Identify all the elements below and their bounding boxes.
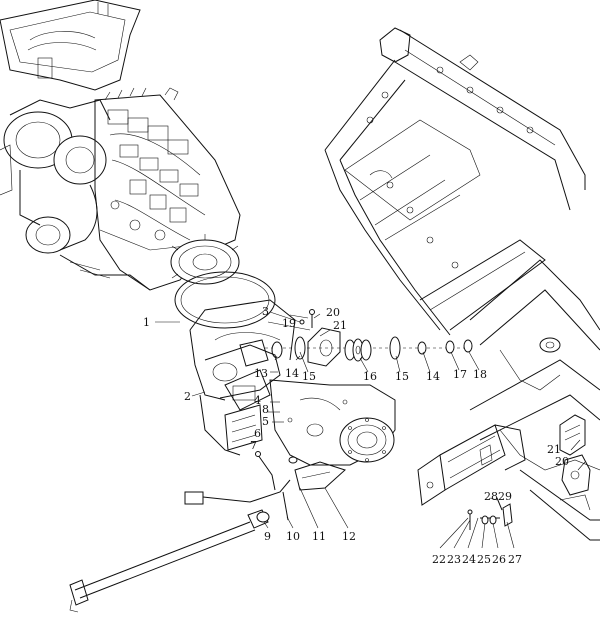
callout-16: 16 bbox=[363, 370, 377, 383]
disk-15-right bbox=[389, 336, 401, 360]
callout-11: 11 bbox=[312, 530, 326, 543]
mount-bracket bbox=[307, 327, 341, 367]
washer-14-left bbox=[271, 341, 283, 359]
callout-6: 6 bbox=[254, 427, 261, 440]
nut-17 bbox=[445, 340, 455, 354]
callout-14-left: 14 bbox=[285, 367, 299, 380]
callout-7: 7 bbox=[250, 439, 257, 452]
chassis-frame bbox=[324, 27, 600, 541]
callout-13: 13 bbox=[254, 367, 268, 380]
support-bracket bbox=[417, 424, 526, 506]
callout-23: 23 bbox=[447, 553, 461, 566]
callout-25: 25 bbox=[477, 553, 491, 566]
callout-15-left: 15 bbox=[302, 370, 316, 383]
leader-lines bbox=[155, 311, 586, 549]
callout-9: 9 bbox=[264, 530, 271, 543]
nut-18 bbox=[463, 339, 473, 353]
callout-19: 19 bbox=[282, 317, 296, 330]
callout-29: 29 bbox=[498, 490, 512, 503]
callout-20: 20 bbox=[326, 306, 340, 319]
callout-10: 10 bbox=[286, 530, 300, 543]
callout-2: 2 bbox=[184, 390, 191, 403]
callout-15-right: 15 bbox=[395, 370, 409, 383]
callout-21-frame: 21 bbox=[547, 443, 561, 456]
bell-housing bbox=[174, 271, 396, 491]
callout-4: 4 bbox=[254, 394, 261, 407]
callout-27: 27 bbox=[508, 553, 522, 566]
callout-5: 5 bbox=[262, 415, 269, 428]
mount-hardware bbox=[467, 497, 513, 530]
connector-plug bbox=[184, 491, 204, 505]
callout-26: 26 bbox=[492, 553, 506, 566]
wiring-and-pipe bbox=[69, 451, 291, 613]
callout-18: 18 bbox=[473, 368, 487, 381]
callout-1: 1 bbox=[143, 316, 150, 329]
drive-shaft-parts bbox=[265, 309, 475, 367]
callout-28: 28 bbox=[484, 490, 498, 503]
callout-24: 24 bbox=[462, 553, 476, 566]
rubber-mount-16 bbox=[344, 338, 372, 362]
washer-14-right bbox=[417, 341, 427, 355]
callout-8: 8 bbox=[262, 403, 269, 416]
callout-12: 12 bbox=[342, 530, 356, 543]
callout-22: 22 bbox=[432, 553, 446, 566]
callout-20-frame: 20 bbox=[555, 455, 569, 468]
callout-labels: 1 2 3 4 5 6 7 8 9 10 11 12 13 14 14 15 1… bbox=[143, 305, 569, 566]
callout-3: 3 bbox=[262, 305, 269, 318]
disk-15-left bbox=[294, 336, 306, 360]
engine-assembly bbox=[0, 0, 241, 291]
callout-14-right: 14 bbox=[426, 370, 440, 383]
callout-17: 17 bbox=[453, 368, 467, 381]
callout-21: 21 bbox=[333, 319, 347, 332]
